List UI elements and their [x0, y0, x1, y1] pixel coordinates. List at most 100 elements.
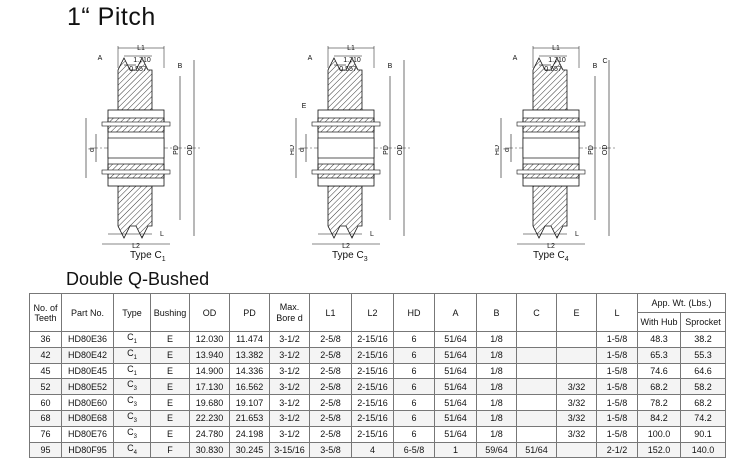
cell-with-hub: 78.2 [637, 394, 681, 411]
cell-bushing: E [150, 378, 190, 396]
bore [107, 137, 165, 159]
diagram-caption-1: Type C1 [130, 250, 166, 263]
page-title: 1“ Pitch [67, 3, 156, 31]
cell-c [516, 378, 557, 396]
header-with-hub: With Hub [637, 312, 681, 332]
cell-hd: 6 [393, 378, 435, 396]
label-pd: PD [173, 145, 180, 155]
bolt-bottom [516, 169, 586, 175]
label-0557: 0.557 [544, 66, 562, 73]
cell-b: 1/8 [476, 378, 517, 396]
label-od: OD [397, 145, 404, 156]
cell-a: 51/64 [434, 409, 477, 427]
cell-a: 51/64 [434, 394, 477, 411]
label-l2: L2 [342, 243, 350, 250]
cell-pd: 30.245 [229, 441, 270, 459]
cell-b: 1/8 [476, 346, 517, 364]
cell-a: 51/64 [434, 362, 477, 380]
cell-e: 3/32 [556, 409, 597, 427]
label-l: L [575, 231, 579, 238]
cell-e [556, 346, 597, 364]
cell-hd: 6-5/8 [393, 441, 435, 459]
cell-type: C3 [113, 409, 151, 427]
cell-hd: 6 [393, 409, 435, 427]
cell-with-hub: 100.0 [637, 425, 681, 443]
header-bushing: Bushing [150, 293, 190, 332]
cell-teeth: 42 [29, 346, 62, 364]
cell-od: 14.900 [189, 362, 230, 380]
cell-bore: 3-1/2 [269, 362, 310, 380]
cell-e: 3/32 [556, 425, 597, 443]
cell-pd: 13.382 [229, 346, 270, 364]
cell-part: HD80E45 [61, 362, 114, 380]
bolt-bottom [101, 169, 171, 175]
cell-sprocket: 90.1 [680, 425, 726, 443]
cell-type: C4 [113, 441, 151, 459]
cell-hd: 6 [393, 394, 435, 411]
cell-part: HD80E60 [61, 394, 114, 411]
label-pd: PD [588, 145, 595, 155]
label-0557: 0.557 [339, 66, 357, 73]
label-d: d [299, 148, 306, 152]
cell-hd: 6 [393, 346, 435, 364]
sprocket-teeth-bottom [532, 185, 568, 239]
label-b: B [388, 63, 393, 70]
cell-type-main: C [127, 363, 134, 374]
cell-type: C1 [113, 331, 151, 348]
cell-od: 24.780 [189, 425, 230, 443]
label-l2: L2 [547, 243, 555, 250]
cell-l: 1-5/8 [596, 409, 638, 427]
cell-type-sub: 4 [133, 449, 137, 456]
label-b: B [178, 63, 183, 70]
cell-sprocket: 58.2 [680, 378, 726, 396]
cell-l2: 2-15/16 [351, 331, 394, 348]
cell-c [516, 362, 557, 380]
sprocket-teeth-top [532, 57, 568, 111]
cell-type-sub: 3 [133, 401, 137, 408]
bolt-top [516, 121, 586, 127]
cell-teeth: 52 [29, 378, 62, 396]
cell-od: 22.230 [189, 409, 230, 427]
cell-bushing: E [150, 425, 190, 443]
cell-teeth: 76 [29, 425, 62, 443]
cell-b: 1/8 [476, 331, 517, 348]
cell-pd: 14.336 [229, 362, 270, 380]
label-l1: L1 [347, 45, 355, 52]
cell-od: 17.130 [189, 378, 230, 396]
cell-e [556, 362, 597, 380]
cell-pd: 21.653 [229, 409, 270, 427]
header-teeth: No. of Teeth [29, 293, 62, 332]
cell-l2: 2-15/16 [351, 409, 394, 427]
header-e: E [556, 293, 597, 332]
header-c: C [516, 293, 557, 332]
cell-hd: 6 [393, 362, 435, 380]
cell-sprocket: 55.3 [680, 346, 726, 364]
header-bore: Max. Bore d [269, 293, 310, 332]
header-hd: HD [393, 293, 435, 332]
cell-with-hub: 65.3 [637, 346, 681, 364]
section-subtitle: Double Q-Bushed [66, 269, 210, 289]
cell-l: 1-5/8 [596, 362, 638, 380]
cell-bore: 3-1/2 [269, 409, 310, 427]
cell-od: 13.940 [189, 346, 230, 364]
cell-od: 19.680 [189, 394, 230, 411]
cell-type: C1 [113, 362, 151, 380]
cell-teeth: 60 [29, 394, 62, 411]
diagram-caption-3: Type C4 [533, 250, 569, 263]
header-b: B [476, 293, 517, 332]
spec-table: No. of Teeth Part No. Type Bushing OD PD… [29, 293, 726, 459]
label-1710: 1.710 [133, 57, 151, 64]
cell-type: C3 [113, 425, 151, 443]
cell-bushing: E [150, 362, 190, 380]
cell-l2: 4 [351, 441, 394, 459]
cell-bore: 3-1/2 [269, 331, 310, 348]
label-1710: 1.710 [343, 57, 361, 64]
cell-b: 1/8 [476, 409, 517, 427]
cell-hd: 6 [393, 331, 435, 348]
cell-teeth: 36 [29, 331, 62, 348]
label-l1: L1 [552, 45, 560, 52]
header-l1: L1 [309, 293, 352, 332]
